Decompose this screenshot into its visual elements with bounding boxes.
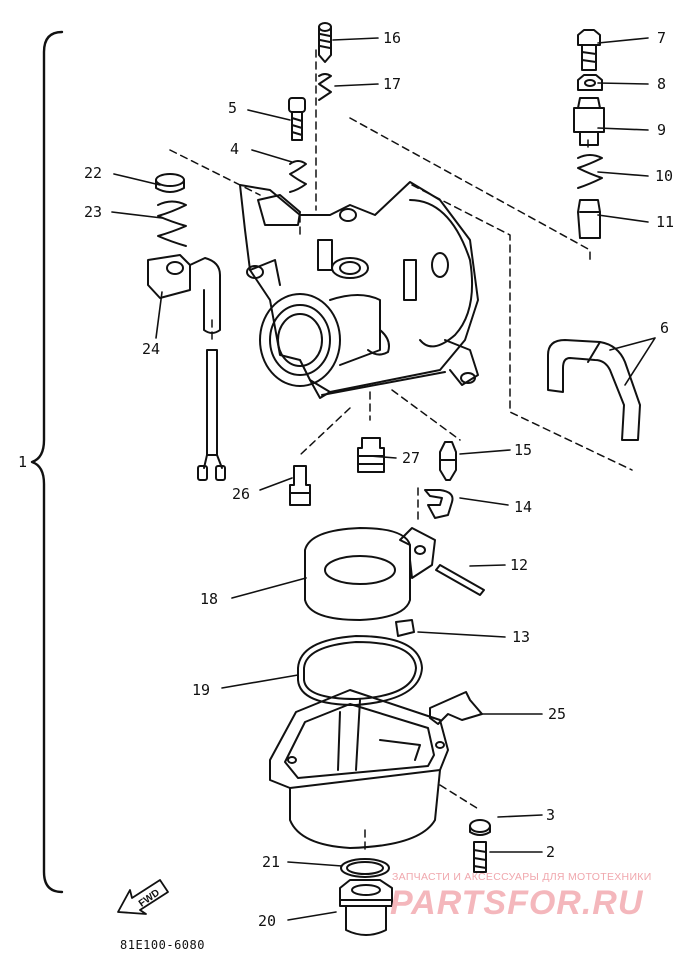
bracket-25 [429,691,483,725]
label-13: 13 [512,628,531,646]
wire-harness [197,349,226,481]
label-12: 12 [510,556,529,574]
spring-4 [289,160,307,193]
label-25: 25 [548,705,567,723]
label-22: 22 [84,164,103,182]
watermark-brand: PARTSFOR.RU [390,884,644,922]
gasket-19 [297,635,423,706]
jet-26 [289,465,311,506]
drain-plug-20 [339,879,393,936]
alignment-lines [169,49,633,851]
clip-14 [424,489,454,519]
watermark-caption: ЗАПЧАСТИ И АКСЕССУАРЫ ДЛЯ МОТОТЕХНИКИ [392,871,652,883]
label-9: 9 [657,121,667,139]
label-16: 16 [383,29,402,47]
pin-12 [435,564,485,596]
label-20: 20 [258,912,277,930]
float-bowl [269,689,449,849]
washer-3 [469,819,491,836]
label-18: 18 [200,590,219,608]
label-26: 26 [232,485,251,503]
label-8: 8 [657,75,667,93]
leader-lines [111,37,656,921]
fwd-arrow-icon [117,879,169,915]
cap-22 [155,173,185,193]
label-6: 6 [660,319,670,337]
label-21: 21 [262,853,281,871]
nut-8 [577,74,603,91]
label-5: 5 [228,99,238,117]
label-17: 17 [383,75,402,93]
screw-5 [288,97,306,141]
o-ring-21 [340,858,390,878]
label-15: 15 [514,441,533,459]
spring-10 [577,154,603,189]
label-23: 23 [84,203,103,221]
diagram-code: 81E100-6080 [120,938,205,952]
label-7: 7 [657,29,667,47]
label-2: 2 [546,843,556,861]
screw-7 [577,29,601,71]
float-18 [304,527,436,621]
fitting-24 [147,254,221,334]
spring-23 [157,200,187,247]
label-14: 14 [514,498,533,516]
jet-27 [357,437,385,473]
label-24: 24 [142,340,161,358]
pilot-screw-9 [573,97,605,146]
spring-17 [318,73,332,101]
screw-2 [473,841,487,873]
label-11: 11 [656,213,675,231]
hose-6 [547,339,641,441]
jet-13 [395,619,415,637]
label-10: 10 [655,167,674,185]
label-19: 19 [192,681,211,699]
needle-valve-15 [439,441,457,481]
screw-16 [318,22,332,63]
label-27: 27 [402,449,421,467]
carburetor-body [239,181,479,399]
label-assembly-1: 1 [18,453,28,471]
label-3: 3 [546,806,556,824]
label-4: 4 [230,140,240,158]
washer-11 [577,199,601,239]
assembly-bracket [30,30,64,894]
